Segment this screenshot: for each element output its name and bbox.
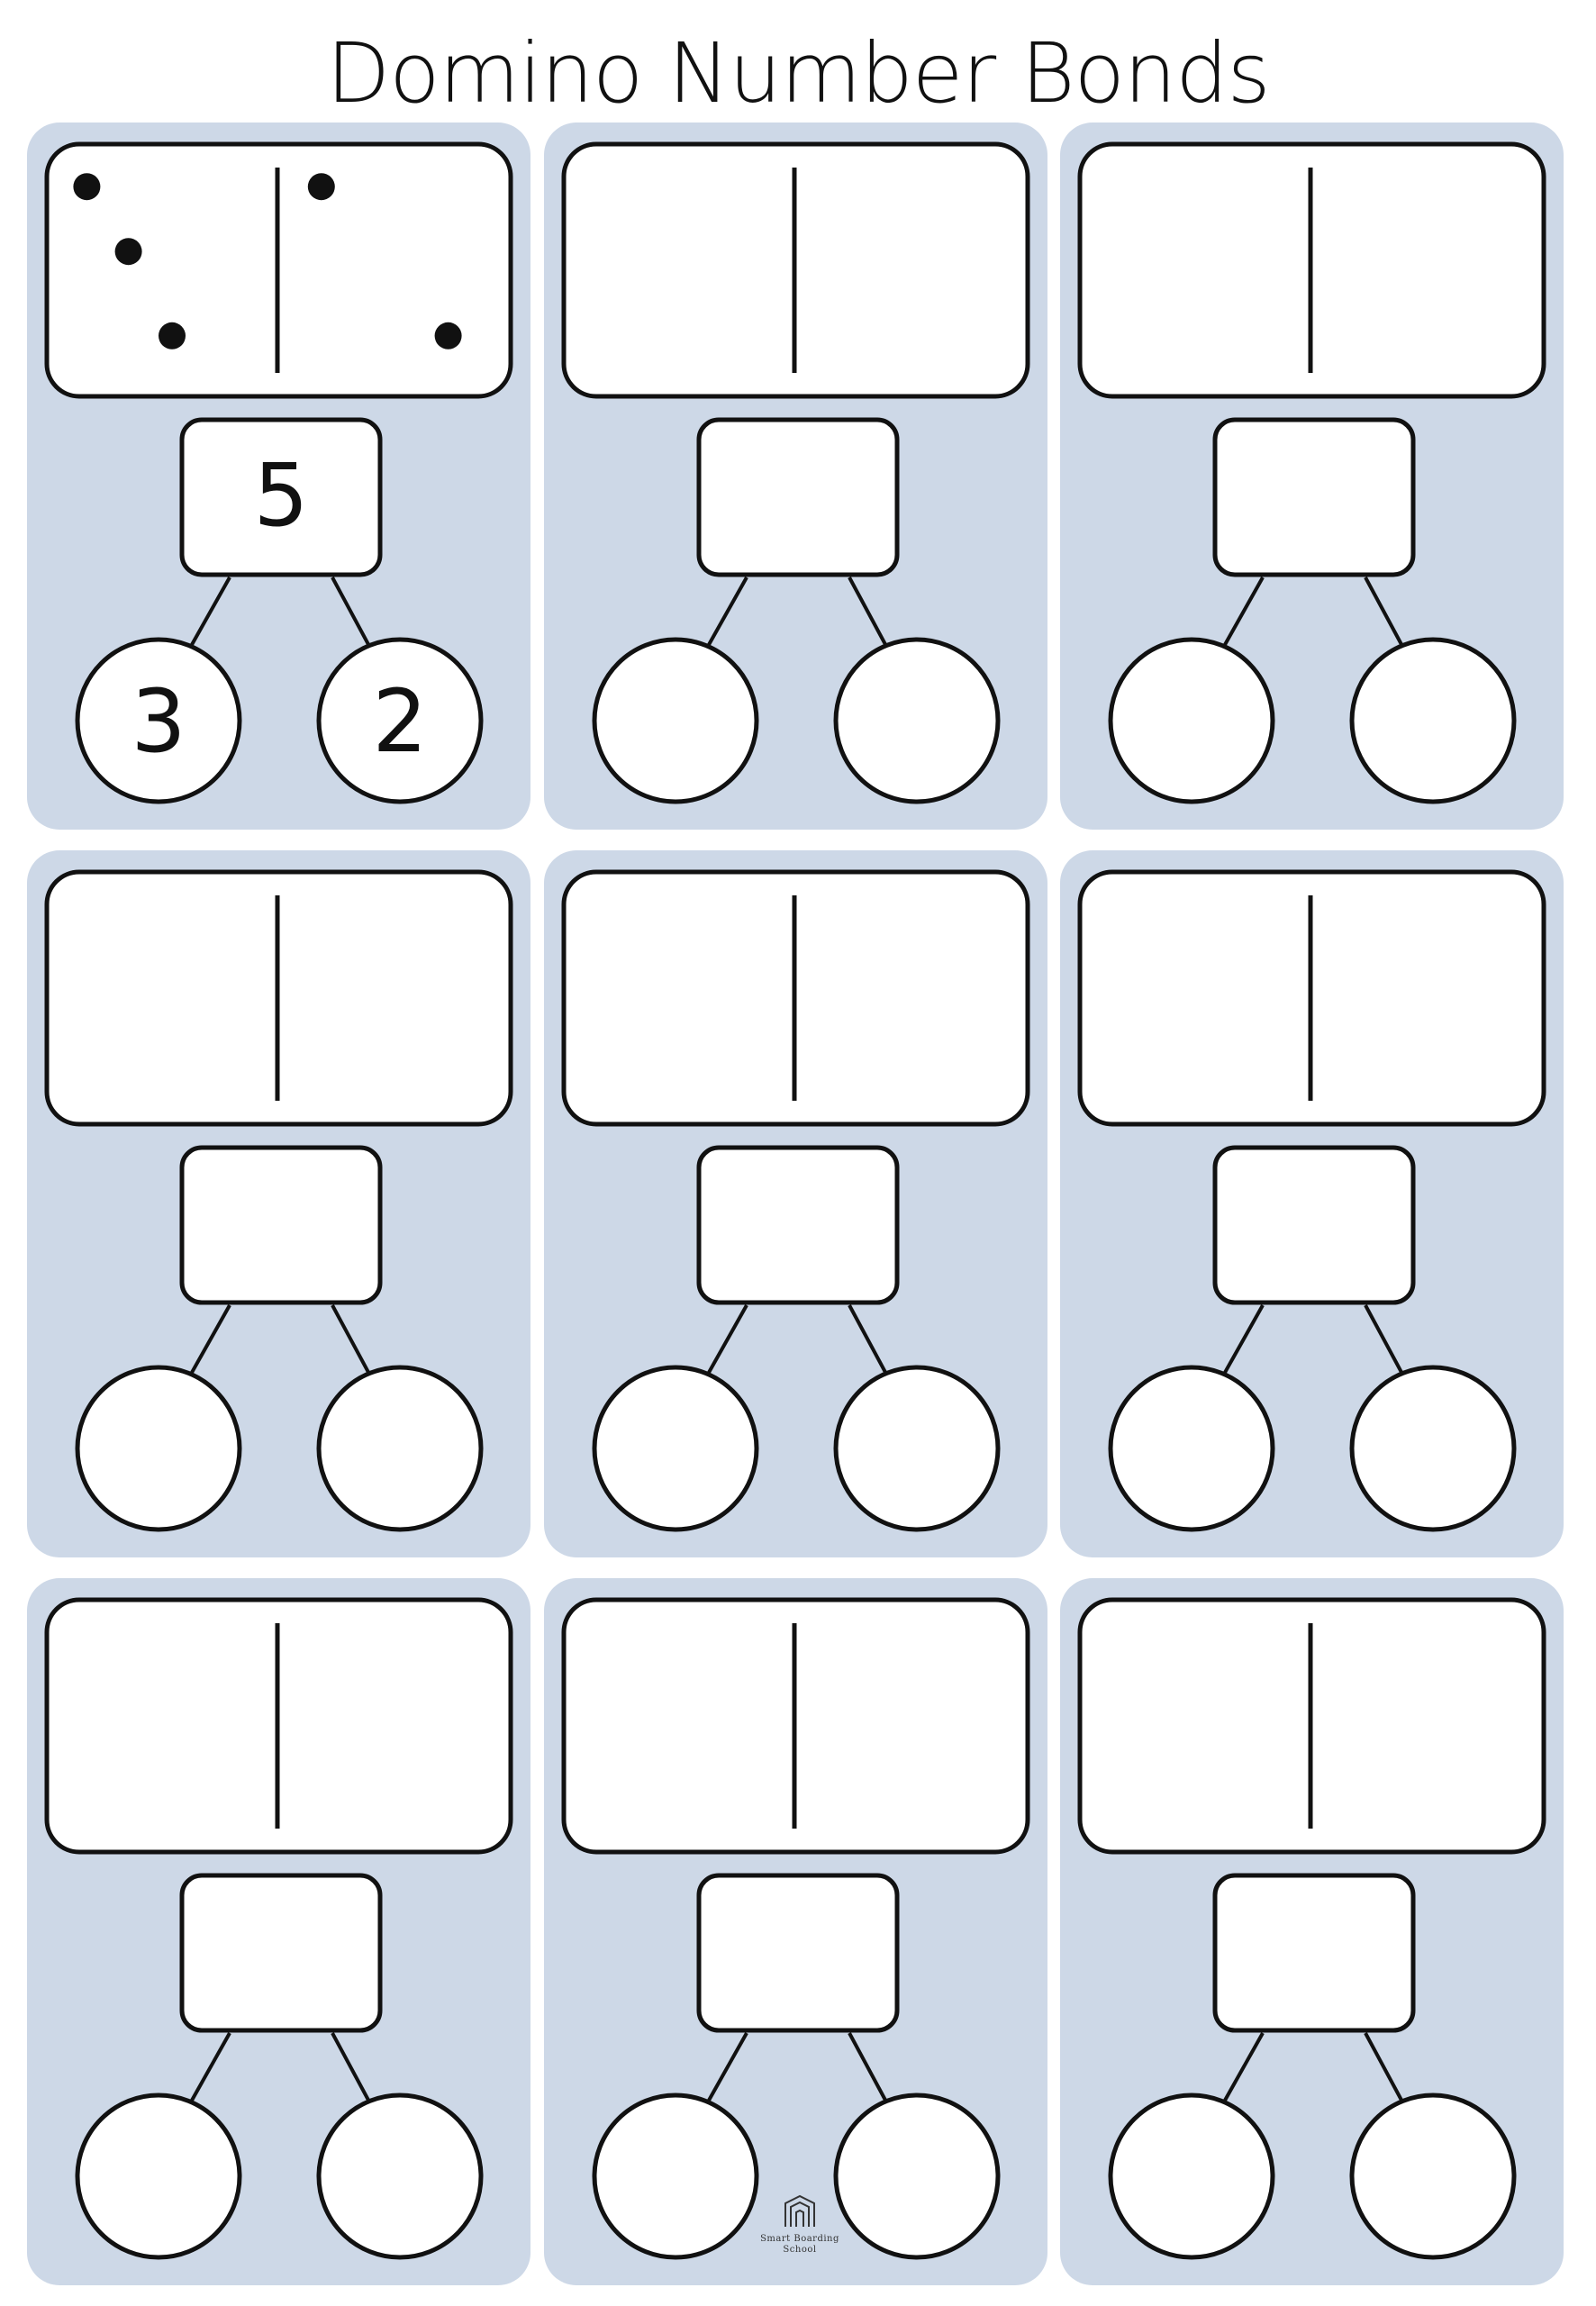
part-circle-right[interactable] [833, 1365, 1001, 1532]
bond-line-right [848, 576, 890, 650]
number-bond-card [1060, 123, 1564, 830]
bond-line-right [848, 2032, 890, 2106]
bond-line-left [704, 576, 748, 650]
domino-dot [159, 322, 186, 350]
bond-line-right [1364, 1304, 1406, 1378]
bond-line-left [1220, 576, 1265, 650]
bond-line-right [331, 2032, 373, 2106]
bond-line-left [704, 1304, 748, 1378]
part-circle-right[interactable] [1349, 1365, 1517, 1532]
part-value-right: 2 [372, 671, 427, 772]
part-circle-left[interactable] [75, 637, 242, 804]
part-value-left: 3 [131, 671, 186, 772]
bond-line-right [1364, 2032, 1406, 2106]
number-bond-card [27, 1578, 530, 2285]
part-circle-right[interactable] [316, 2093, 484, 2260]
bond-line-right [848, 1304, 890, 1378]
total-box[interactable] [696, 1145, 900, 1305]
part-circle-left[interactable] [1108, 2093, 1275, 2260]
part-circle-left[interactable] [592, 1365, 759, 1532]
total-box[interactable] [1212, 1873, 1416, 2033]
number-bond-card [1060, 850, 1564, 1557]
total-box[interactable] [696, 417, 900, 577]
number-bond-card [544, 123, 1047, 830]
logo-line-2: School [783, 2245, 817, 2255]
part-circle-right[interactable] [316, 1365, 484, 1532]
domino-dot [307, 173, 335, 201]
part-circle-right[interactable] [833, 637, 1001, 804]
bond-line-left [187, 576, 231, 650]
domino-dot [434, 322, 462, 350]
domino-dot [73, 173, 101, 201]
building-icon [784, 2194, 815, 2227]
bond-line-left [1220, 2032, 1265, 2106]
bond-line-right [1364, 576, 1406, 650]
bond-line-right [331, 576, 373, 650]
part-circle-right[interactable] [1349, 637, 1517, 804]
part-circle-left[interactable] [1108, 1365, 1275, 1532]
number-bond-card [27, 850, 530, 1557]
worksheet-title: Domino Number Bonds [326, 25, 1270, 122]
domino-dot [114, 238, 142, 266]
bond-line-right [331, 1304, 373, 1378]
school-logo: Smart Boarding School [755, 2191, 845, 2256]
bond-line-left [1220, 1304, 1265, 1378]
part-circle-left[interactable] [592, 637, 759, 804]
part-circle-left[interactable] [75, 1365, 242, 1532]
total-box[interactable] [1212, 417, 1416, 577]
total-box[interactable] [1212, 1145, 1416, 1305]
part-circle-right[interactable] [316, 637, 484, 804]
part-circle-left[interactable] [1108, 637, 1275, 804]
number-bond-card: 5 3 2 [27, 123, 530, 830]
total-box[interactable] [179, 1145, 383, 1305]
total-box[interactable] [179, 417, 383, 577]
number-bond-card [544, 1578, 1047, 2285]
number-bond-card [1060, 1578, 1564, 2285]
total-box[interactable] [696, 1873, 900, 2033]
total-box[interactable] [179, 1873, 383, 2033]
logo-line-1: Smart Boarding [760, 2234, 839, 2244]
bond-line-left [187, 1304, 231, 1378]
part-circle-right[interactable] [833, 2093, 1001, 2260]
total-value: 5 [253, 445, 308, 546]
part-circle-right[interactable] [1349, 2093, 1517, 2260]
number-bond-card [544, 850, 1047, 1557]
part-circle-left[interactable] [75, 2093, 242, 2260]
bond-line-left [187, 2032, 231, 2106]
part-circle-left[interactable] [592, 2093, 759, 2260]
bond-line-left [704, 2032, 748, 2106]
